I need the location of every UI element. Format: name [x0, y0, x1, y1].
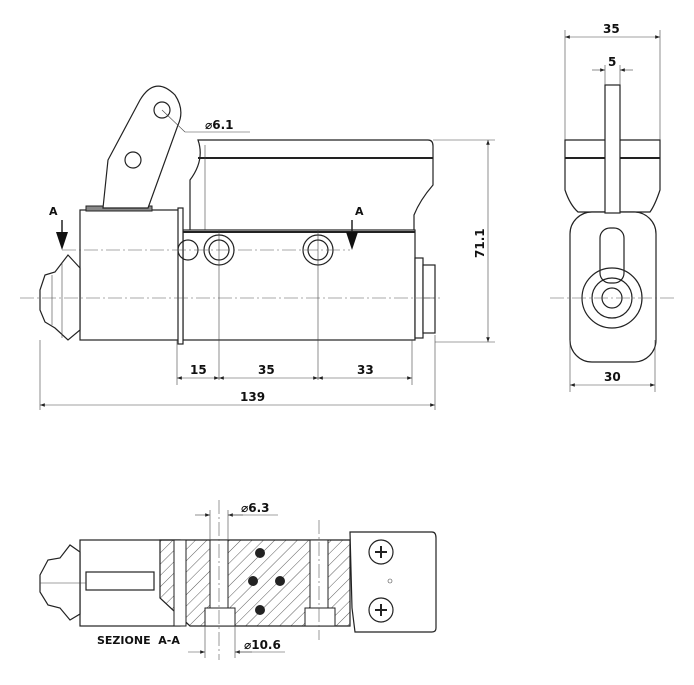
screw-icon: [368, 597, 394, 623]
lever: [102, 85, 182, 209]
diameter-symbol: ⌀: [205, 118, 212, 132]
overall-length-dimension: 139: [240, 390, 265, 404]
lever-hole-dimension: ⌀6.1: [205, 118, 234, 132]
section-marker-right: A: [355, 205, 364, 218]
dimension-35: 35: [258, 363, 275, 377]
end-plate: [349, 531, 437, 633]
height-dimension: 71.1: [473, 228, 487, 258]
section-marker-left: A: [49, 205, 58, 218]
bellows: [39, 544, 81, 621]
section-arrow-icon: [56, 232, 68, 250]
top-housing: [189, 139, 434, 233]
front-view: A A ⌀6.1 71.1 15 35 33 139: [20, 85, 495, 410]
section-arrow-icon: [346, 232, 358, 250]
lever-hole: [153, 101, 171, 119]
section-hole-diameter: 6.3: [248, 501, 269, 515]
side-view: 35 5 30: [550, 22, 675, 392]
cylinder: [79, 209, 181, 341]
counterbore-dimension: ⌀10.6: [244, 638, 281, 652]
dimension-33: 33: [357, 363, 374, 377]
lever: [604, 84, 621, 214]
lever-hole-diameter: 6.1: [212, 118, 233, 132]
section-label: SEZIONE A-A: [97, 634, 180, 647]
main-body: [182, 229, 416, 341]
diameter-symbol: ⌀: [244, 638, 251, 652]
side-width-top: 35: [603, 22, 620, 36]
screw-icon: [368, 539, 394, 565]
bellows: [39, 254, 81, 341]
section-view: ⌀6.3 ⌀10.6 SEZIONE A-A: [39, 500, 437, 660]
lever-thickness: 5: [608, 55, 616, 69]
dimension-15: 15: [190, 363, 207, 377]
diameter-symbol: ⌀: [241, 501, 248, 515]
side-width-bottom: 30: [604, 370, 621, 384]
hole-dimension: ⌀6.3: [241, 501, 270, 515]
counterbore-diameter: 10.6: [251, 638, 281, 652]
